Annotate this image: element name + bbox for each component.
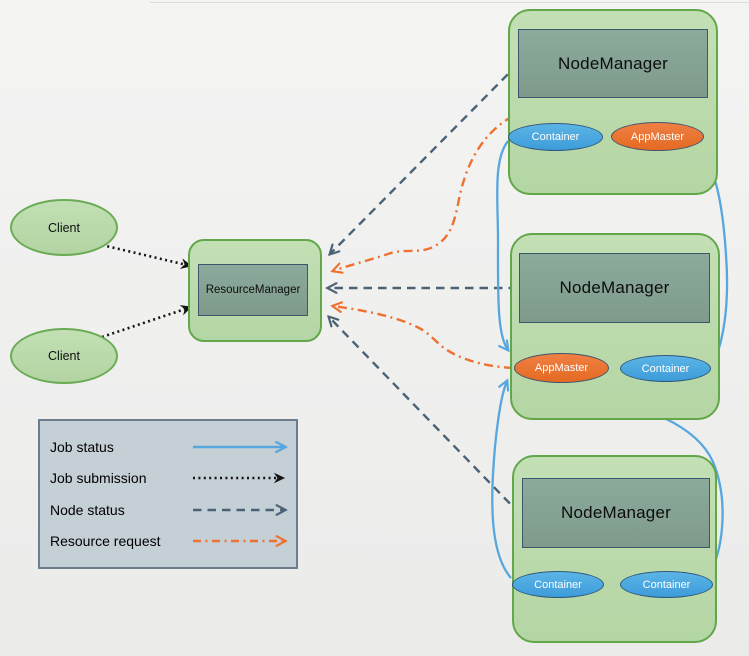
legend-item-label: Resource request (50, 533, 161, 550)
legend-item: Resource request (50, 533, 296, 549)
client-ellipse: Client (10, 328, 118, 384)
node-manager-box-3: NodeManager (522, 478, 710, 548)
node-manager-label: NodeManager (559, 278, 670, 297)
client-label: Client (48, 349, 80, 363)
resource-manager-box: ResourceManager (198, 264, 308, 316)
container-label: Container (641, 362, 690, 375)
container-ellipse: Container (620, 355, 711, 382)
client-ellipse: Client (10, 199, 118, 256)
node-manager-label: NodeManager (558, 53, 668, 73)
appmaster-label: AppMaster (630, 130, 685, 143)
node-manager-box-1: NodeManager (518, 29, 708, 98)
container-label: Container (642, 578, 691, 591)
client-label: Client (48, 220, 80, 235)
legend-item: Job submission (50, 470, 296, 486)
node-manager-box-2: NodeManager (519, 253, 710, 323)
appmaster-ellipse: AppMaster (611, 122, 704, 151)
background-hairline (150, 2, 749, 3)
job-status-arrow-icon (193, 440, 296, 454)
appmaster-label: AppMaster (534, 362, 589, 374)
job-submission-arrow-icon (193, 472, 286, 484)
container-ellipse: Container (620, 571, 713, 598)
container-ellipse: Container (508, 123, 603, 151)
resource-request-arrow-icon (193, 534, 296, 548)
job-submission-arrows (101, 243, 193, 339)
node-manager-label: NodeManager (561, 503, 671, 522)
resource-manager-label: ResourceManager (205, 284, 301, 296)
appmaster-ellipse: AppMaster (514, 353, 609, 383)
container-label: Container (534, 578, 582, 591)
legend-item-label: Job status (50, 438, 114, 455)
legend-item-label: Job submission (50, 470, 147, 487)
container-label: Container (531, 131, 580, 143)
legend-item: Node status (50, 502, 296, 518)
legend-item: Job status (50, 439, 296, 455)
node-status-arrows (328, 63, 521, 515)
node-status-arrow-icon (193, 503, 296, 517)
legend: Job status Job submission Node status Re… (38, 419, 298, 569)
container-ellipse: Container (512, 571, 604, 598)
legend-item-label: Node status (50, 501, 125, 518)
